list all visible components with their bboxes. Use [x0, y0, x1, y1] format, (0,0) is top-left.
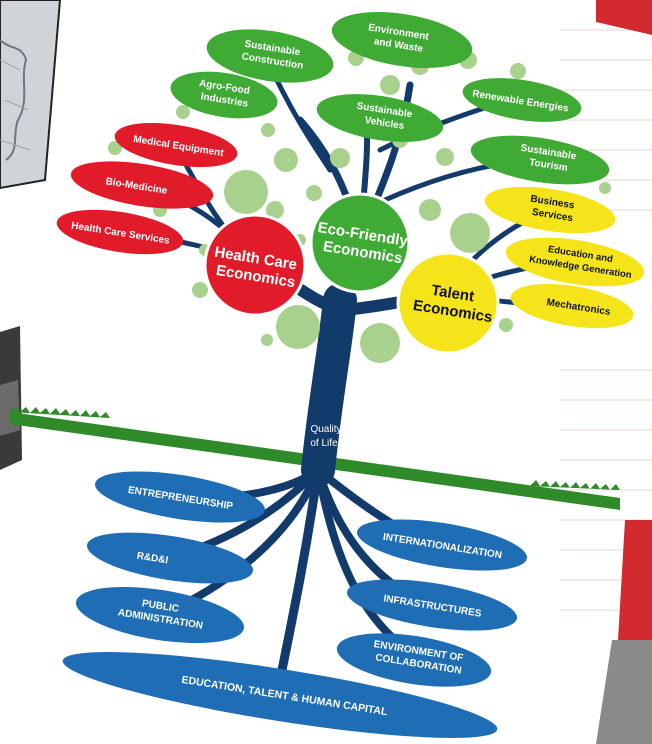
- root-public-administration: [75, 586, 245, 644]
- eco-leaves: Environment and Waste Sustainable Constr…: [170, 12, 610, 185]
- talent-title-line1: Talent: [430, 282, 475, 306]
- eco-friendly-circle: [309, 192, 411, 294]
- leaf-sustainable-vehicles: [316, 94, 444, 142]
- leaf-sustainable-construction: [206, 29, 334, 83]
- main-circles: Eco-Friendly Economics Health Care Econo…: [203, 192, 500, 355]
- root-environment-collaboration: [336, 633, 492, 687]
- health-care-circle: [203, 213, 307, 317]
- root-rddi-label: R&D&I: [136, 551, 169, 567]
- root-entrepreneurship: [94, 471, 266, 523]
- leaf-education-knowledge: [505, 237, 645, 287]
- root-education-talent-capital: [62, 652, 498, 738]
- sidebar-red-top: [596, 0, 652, 35]
- leaf-business-services: [484, 186, 616, 234]
- leaf-environment-waste: [331, 12, 473, 68]
- sidebar-red-bottom: [618, 520, 652, 640]
- leaf-agro-food: [170, 71, 278, 119]
- roots: ENTREPRENEURSHIP R&D&I PUBLIC ADMINISTRA…: [62, 471, 528, 738]
- trunk-label-line2: of Life: [310, 438, 338, 449]
- sidebar-gray: [596, 640, 652, 744]
- trunk-label-line1: Quality: [310, 424, 341, 435]
- photo-inset: [0, 326, 22, 470]
- leaf-health-care-services: [56, 209, 184, 255]
- root-internationalization: [356, 519, 528, 571]
- health-leaves: Medical Equipment Bio-Medicine Health Ca…: [56, 122, 238, 255]
- leaf-sustainable-tourism: [470, 135, 610, 185]
- root-infrastructures: [346, 579, 518, 631]
- map-inset: [0, 0, 62, 190]
- leaf-mechatronics: [510, 283, 634, 329]
- talent-circle: [396, 251, 500, 355]
- talent-leaves: Business Services Education and Knowledg…: [484, 186, 645, 329]
- leaf-renewable-energies: [462, 78, 582, 122]
- leaf-bio-medicine: [70, 161, 214, 209]
- root-rddi: [86, 532, 254, 584]
- leaf-medical-equipment: [114, 122, 238, 168]
